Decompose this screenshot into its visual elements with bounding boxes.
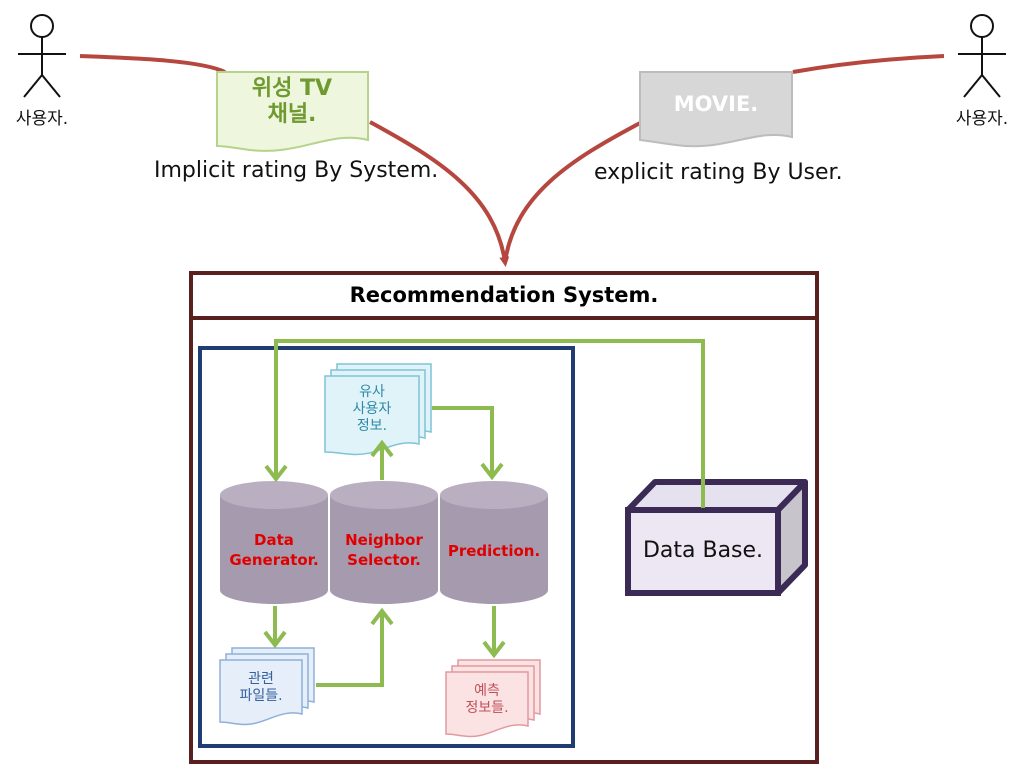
- database-label: Data Base.: [642, 538, 764, 563]
- prediction-info-document-stack: [445, 659, 541, 738]
- related-files-line1: 관련: [248, 671, 274, 687]
- left-flow-curve: [79, 54, 226, 74]
- neighbor-selector-cylinder: [330, 481, 438, 604]
- right-actor-icon: [958, 14, 1006, 98]
- related-files-line2: 파일들.: [239, 688, 283, 704]
- movie-document-shape: [639, 71, 793, 148]
- recommendation-system-title: Recommendation System.: [349, 283, 659, 307]
- left-actor-label: 사용자.: [15, 109, 69, 129]
- green-flow-arrows: [263, 339, 705, 687]
- related-files-document-stack: [219, 647, 315, 726]
- prediction-info-label: 예측 정보들.: [465, 683, 508, 717]
- explicit-flow-arrow: [503, 120, 643, 263]
- satellite-tv-label: 위성 TV 채널.: [252, 76, 332, 128]
- db-to-generator-arrow: [274, 339, 705, 508]
- neighbor-selector-line2: Selector.: [347, 551, 421, 569]
- prediction-info-line1: 예측: [474, 683, 500, 699]
- similar-users-label: 유사 사용자 정보.: [353, 384, 392, 435]
- data-generator-line1: Data: [254, 531, 294, 549]
- prediction-info-line2: 정보들.: [465, 700, 509, 716]
- data-generator-line2: Generator.: [229, 551, 319, 569]
- similar-users-line3: 정보.: [356, 418, 388, 434]
- data-generator-cylinder: [220, 481, 328, 604]
- database-box: [625, 479, 808, 596]
- satellite-tv-document-shape: [216, 71, 369, 152]
- satellite-tv-line1: 위성 TV: [251, 76, 333, 101]
- neighbor-selector-label: Neighbor Selector.: [345, 530, 423, 570]
- similar-users-line2: 사용자: [352, 401, 392, 417]
- movie-label: MOVIE.: [673, 92, 759, 116]
- prediction-cylinder: [440, 481, 548, 604]
- similar-users-line1: 유사: [359, 384, 385, 400]
- similar-users-document-stack: [324, 363, 432, 456]
- similar-to-prediction-arrow: [432, 406, 494, 474]
- neighbor-selector-line1: Neighbor: [345, 531, 423, 549]
- prediction-label: Prediction.: [447, 542, 541, 560]
- left-actor-icon: [18, 14, 66, 98]
- implicit-rating-caption: Implicit rating By System.: [154, 158, 439, 183]
- files-to-selector-arrow: [316, 612, 384, 687]
- data-generator-label: Data Generator.: [229, 530, 318, 570]
- satellite-tv-line2: 채널.: [267, 102, 317, 127]
- right-flow-curve: [792, 54, 945, 74]
- explicit-rating-caption: explicit rating By User.: [594, 160, 843, 185]
- right-actor-label: 사용자.: [955, 109, 1009, 129]
- related-files-label: 관련 파일들.: [239, 671, 282, 705]
- implicit-flow-arrow: [369, 120, 510, 267]
